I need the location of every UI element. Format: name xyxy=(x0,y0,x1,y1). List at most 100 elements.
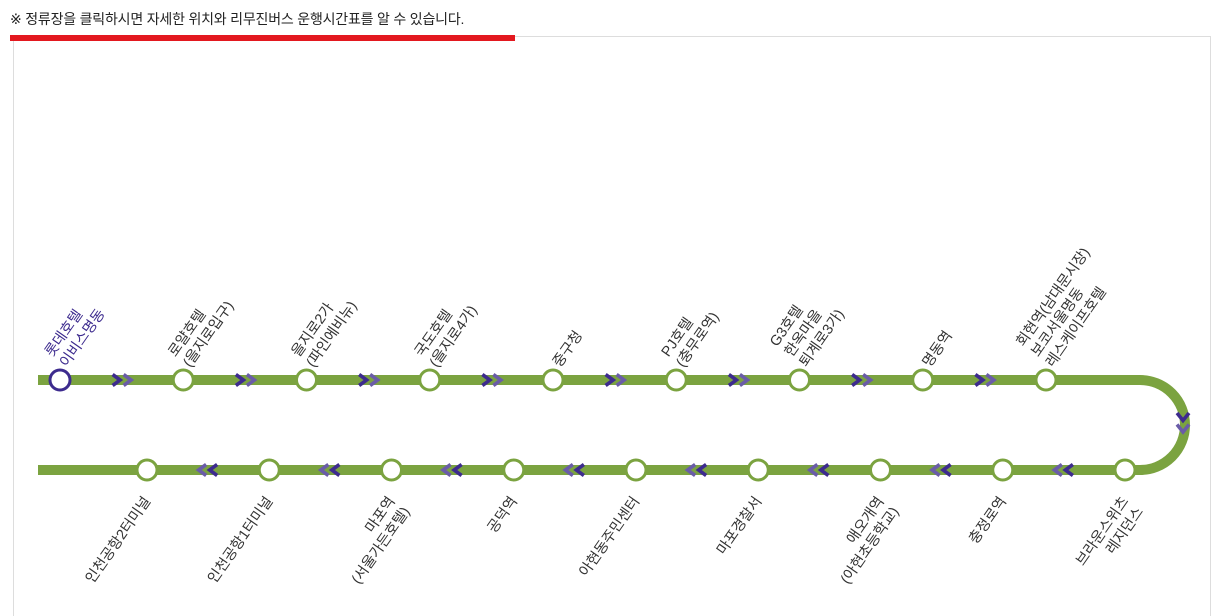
station-label[interactable]: 브라운스위츠레지던스 xyxy=(1072,494,1147,580)
double-chevron-right-icon xyxy=(481,373,504,387)
chevron-right-icon xyxy=(604,373,617,387)
station-outbound-1[interactable]: 로얄호텔(을지로입구) xyxy=(164,287,237,392)
double-chevron-left-icon xyxy=(1051,463,1074,477)
chevron-down-icon xyxy=(1175,411,1191,424)
station-marker-icon[interactable] xyxy=(991,458,1015,482)
station-inbound-2[interactable]: 애오개역(아현초등학교) xyxy=(822,458,903,588)
chevron-right-icon xyxy=(245,373,258,387)
chevron-left-icon xyxy=(440,463,452,477)
station-label[interactable]: PJ호텔(충무로역) xyxy=(658,299,723,371)
chevron-down-icon xyxy=(1175,423,1191,435)
chevron-right-icon xyxy=(234,373,247,387)
station-label[interactable]: 인천공항1터미널 xyxy=(204,494,276,587)
station-marker-icon[interactable] xyxy=(135,458,159,482)
chevron-right-icon xyxy=(492,373,504,387)
chevron-left-icon xyxy=(940,463,952,477)
chevron-left-icon xyxy=(695,463,708,477)
station-label[interactable]: 공덕역 xyxy=(484,494,521,537)
station-marker-icon[interactable] xyxy=(788,368,811,392)
station-label[interactable]: 국도호텔(을지로4가) xyxy=(411,292,480,370)
station-marker-icon[interactable] xyxy=(911,368,935,392)
chevron-right-icon xyxy=(481,373,493,387)
direction-arrows xyxy=(111,373,1191,477)
double-chevron-right-icon xyxy=(604,373,628,387)
station-label-line: 아현동주민센터 xyxy=(576,494,643,580)
chevron-left-icon xyxy=(317,463,330,477)
station-marker-icon[interactable] xyxy=(1113,458,1137,482)
station-inbound-8[interactable]: 인천공항2터미널 xyxy=(82,458,159,587)
station-marker-icon[interactable] xyxy=(171,368,195,392)
station-label-line: 인천공항2터미널 xyxy=(82,494,154,587)
station-marker-icon[interactable] xyxy=(502,458,526,482)
station-marker-icon[interactable] xyxy=(380,458,403,482)
station-marker-icon[interactable] xyxy=(418,368,442,392)
station-label-line: 공덕역 xyxy=(484,494,521,537)
station-marker-icon[interactable] xyxy=(664,368,688,392)
chevron-right-icon xyxy=(985,373,997,387)
chevron-left-icon xyxy=(195,463,208,477)
station-inbound-4[interactable]: 아현동주민센터 xyxy=(576,458,648,580)
station-label[interactable]: 인천공항2터미널 xyxy=(82,494,154,587)
double-chevron-right-icon xyxy=(111,373,135,387)
station-label[interactable]: 아현동주민센터 xyxy=(576,494,643,580)
double-chevron-left-icon xyxy=(562,463,585,477)
chevron-right-icon xyxy=(727,373,740,387)
station-label-line: 충정로역 xyxy=(965,494,1010,547)
double-chevron-right-icon xyxy=(727,373,751,387)
station-label[interactable]: G3호텔한옥마을퇴계로3가) xyxy=(766,286,847,371)
chevron-left-icon xyxy=(451,463,463,477)
stations: 롯데호텔이비스명동 로얄호텔(을지로입구) 을지로2가(파인에비뉴) 국도호텔(을지로… xyxy=(42,245,1147,588)
chevron-right-icon xyxy=(974,373,986,387)
station-outbound-8[interactable]: 회현역(남대문시장)보코서울명동레스케이프호텔 xyxy=(1013,245,1123,392)
station-marker-icon[interactable] xyxy=(541,368,565,392)
station-marker-icon[interactable] xyxy=(1034,368,1058,392)
station-label[interactable]: 마포경찰서 xyxy=(713,494,765,558)
station-marker-icon[interactable] xyxy=(48,368,72,392)
double-chevron-left-icon xyxy=(929,463,952,477)
double-chevron-down-icon xyxy=(1175,411,1191,435)
chevron-right-icon xyxy=(862,373,874,387)
station-inbound-0[interactable]: 브라운스위츠레지던스 xyxy=(1072,458,1147,580)
chevron-left-icon xyxy=(206,463,219,477)
double-chevron-left-icon xyxy=(684,463,708,477)
station-marker-icon[interactable] xyxy=(295,368,318,392)
station-marker-icon[interactable] xyxy=(257,458,281,482)
chevron-right-icon xyxy=(738,373,751,387)
station-label[interactable]: 충정로역 xyxy=(965,494,1010,547)
station-label[interactable]: 마포역(서울가든호텔) xyxy=(333,494,413,588)
station-outbound-2[interactable]: 을지로2가(파인에비뉴) xyxy=(288,288,361,392)
station-label-line: 중구청 xyxy=(549,328,586,371)
station-label[interactable]: 롯데호텔이비스명동 xyxy=(42,296,109,371)
station-inbound-6[interactable]: 마포역(서울가든호텔) xyxy=(333,458,414,588)
station-outbound-6[interactable]: G3호텔한옥마을퇴계로3가) xyxy=(766,286,848,392)
chevron-left-icon xyxy=(1062,463,1074,477)
station-label[interactable]: 명동역 xyxy=(919,328,956,371)
double-chevron-right-icon xyxy=(234,373,258,387)
station-label[interactable]: 애오개역(아현초등학교) xyxy=(822,494,902,588)
notice-text: ※ 정류장을 클릭하시면 자세한 위치와 리무진버스 운행시간표를 알 수 있습… xyxy=(10,11,465,27)
accent-underline xyxy=(10,35,515,41)
chevron-right-icon xyxy=(358,373,370,387)
chevron-right-icon xyxy=(851,373,863,387)
station-label[interactable]: 을지로2가(파인에비뉴) xyxy=(288,288,360,371)
double-chevron-left-icon xyxy=(440,463,463,477)
station-label[interactable]: 회현역(남대문시장)보코서울명동레스케이프호텔 xyxy=(1013,245,1123,371)
station-marker-icon[interactable] xyxy=(746,458,770,482)
chevron-left-icon xyxy=(929,463,941,477)
chevron-left-icon xyxy=(817,463,830,477)
double-chevron-left-icon xyxy=(806,463,830,477)
double-chevron-right-icon xyxy=(974,373,997,387)
station-label-line: 인천공항1터미널 xyxy=(204,494,276,587)
chevron-right-icon xyxy=(615,373,628,387)
chevron-right-icon xyxy=(122,373,135,387)
station-marker-icon[interactable] xyxy=(624,458,648,482)
chevron-right-icon xyxy=(111,373,124,387)
route-line xyxy=(38,375,1190,475)
station-inbound-7[interactable]: 인천공항1터미널 xyxy=(204,458,281,587)
station-label[interactable]: 로얄호텔(을지로입구) xyxy=(164,287,237,370)
chevron-left-icon xyxy=(1051,463,1063,477)
station-label-line: 명동역 xyxy=(919,328,956,371)
station-marker-icon[interactable] xyxy=(869,458,892,482)
station-label[interactable]: 중구청 xyxy=(549,328,586,371)
